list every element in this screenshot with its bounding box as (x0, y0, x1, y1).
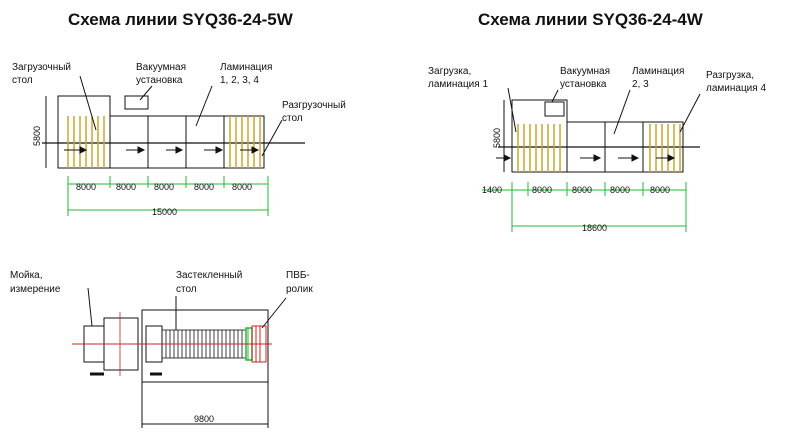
dim-lines-wash (141, 382, 269, 428)
label-glazed: Застекленный (176, 270, 242, 281)
label-unload-4w-2: ламинация 4 (706, 83, 766, 94)
vacuum-block-2 (147, 115, 187, 169)
label-wash-2: измерение (10, 284, 61, 295)
dim-seg3-5w: 8000 (154, 182, 174, 192)
scheme-4w: 5800 1400 8000 8000 8000 8000 18600 Загр… (428, 66, 766, 233)
vacuum-block-1 (109, 115, 149, 169)
dim-total-4w: 18600 (582, 223, 607, 233)
label-vacuum-4w: Вакуумная (560, 66, 610, 77)
dim-seg1-5w: 8000 (76, 182, 96, 192)
label-lamination-4w-2: 2, 3 (632, 79, 649, 90)
label-unload-5w-2: стол (282, 113, 303, 124)
rollers-unload-5w (229, 116, 261, 168)
lamination-block (185, 115, 225, 169)
load-table-block (57, 95, 111, 169)
label-load-table-5w-2: стол (12, 75, 33, 86)
dim-seg1-4w: 8000 (532, 185, 552, 195)
vacuum-unit (124, 95, 149, 110)
vacuum-unit-4w (544, 101, 565, 117)
rollers-load-5w (67, 116, 105, 168)
dim-seg4-4w: 8000 (650, 185, 670, 195)
load-block-4w (511, 99, 568, 173)
glazed-table-frame (141, 309, 269, 383)
rollers-unload-4w (649, 124, 681, 172)
label-vacuum-4w-2: установка (560, 79, 607, 90)
flow-arrows-4w (496, 154, 676, 162)
dim-height-5w: 5800 (32, 126, 42, 146)
rollers-load-4w (517, 124, 561, 172)
dim-lines-4w (482, 182, 687, 232)
label-glazed-2: стол (176, 284, 197, 295)
title-4w: Схема линии SYQ36-24-4W (478, 10, 703, 29)
dim-seg3-4w: 8000 (610, 185, 630, 195)
label-pvb-2: ролик (286, 284, 313, 295)
unload-block (223, 115, 265, 169)
dim-seg2-5w: 8000 (116, 182, 136, 192)
label-lamination-4w: Ламинация (632, 66, 684, 77)
dim-seg5-5w: 8000 (232, 182, 252, 192)
dim-height-4w: 5800 (492, 128, 502, 148)
label-vacuum-5w-2: установка (136, 75, 183, 86)
dim-lines-5w (67, 176, 269, 216)
label-load-table-5w: Загрузочный (12, 62, 71, 73)
dim-offset-4w: 1400 (482, 185, 502, 195)
label-lamination-5w: Ламинация (220, 62, 272, 73)
dim-total-5w: 15000 (152, 207, 177, 217)
label-vacuum-5w: Вакуумная (136, 62, 186, 73)
label-wash: Мойка, (10, 270, 43, 281)
label-unload-4w: Разгрузка, (706, 70, 754, 81)
dim-seg2-4w: 8000 (572, 185, 592, 195)
label-load-4w-2: ламинация 1 (428, 79, 488, 90)
scheme-5w: 5800 8000 8000 8000 8000 8000 15000 Загр… (12, 62, 346, 217)
label-unload-5w: Разгрузочный (282, 100, 346, 111)
flow-arrows-5w (64, 146, 260, 154)
label-load-4w: Загрузка, (428, 66, 471, 77)
title-5w: Схема линии SYQ36-24-5W (68, 10, 293, 29)
scheme-wash: 9800 Мойка, измерение Застекленный стол … (10, 270, 313, 428)
label-lamination-5w-2: 1, 2, 3, 4 (220, 75, 259, 86)
dim-total-wash: 9800 (194, 414, 214, 424)
label-pvb: ПВБ- (286, 270, 310, 281)
dim-seg4-5w: 8000 (194, 182, 214, 192)
